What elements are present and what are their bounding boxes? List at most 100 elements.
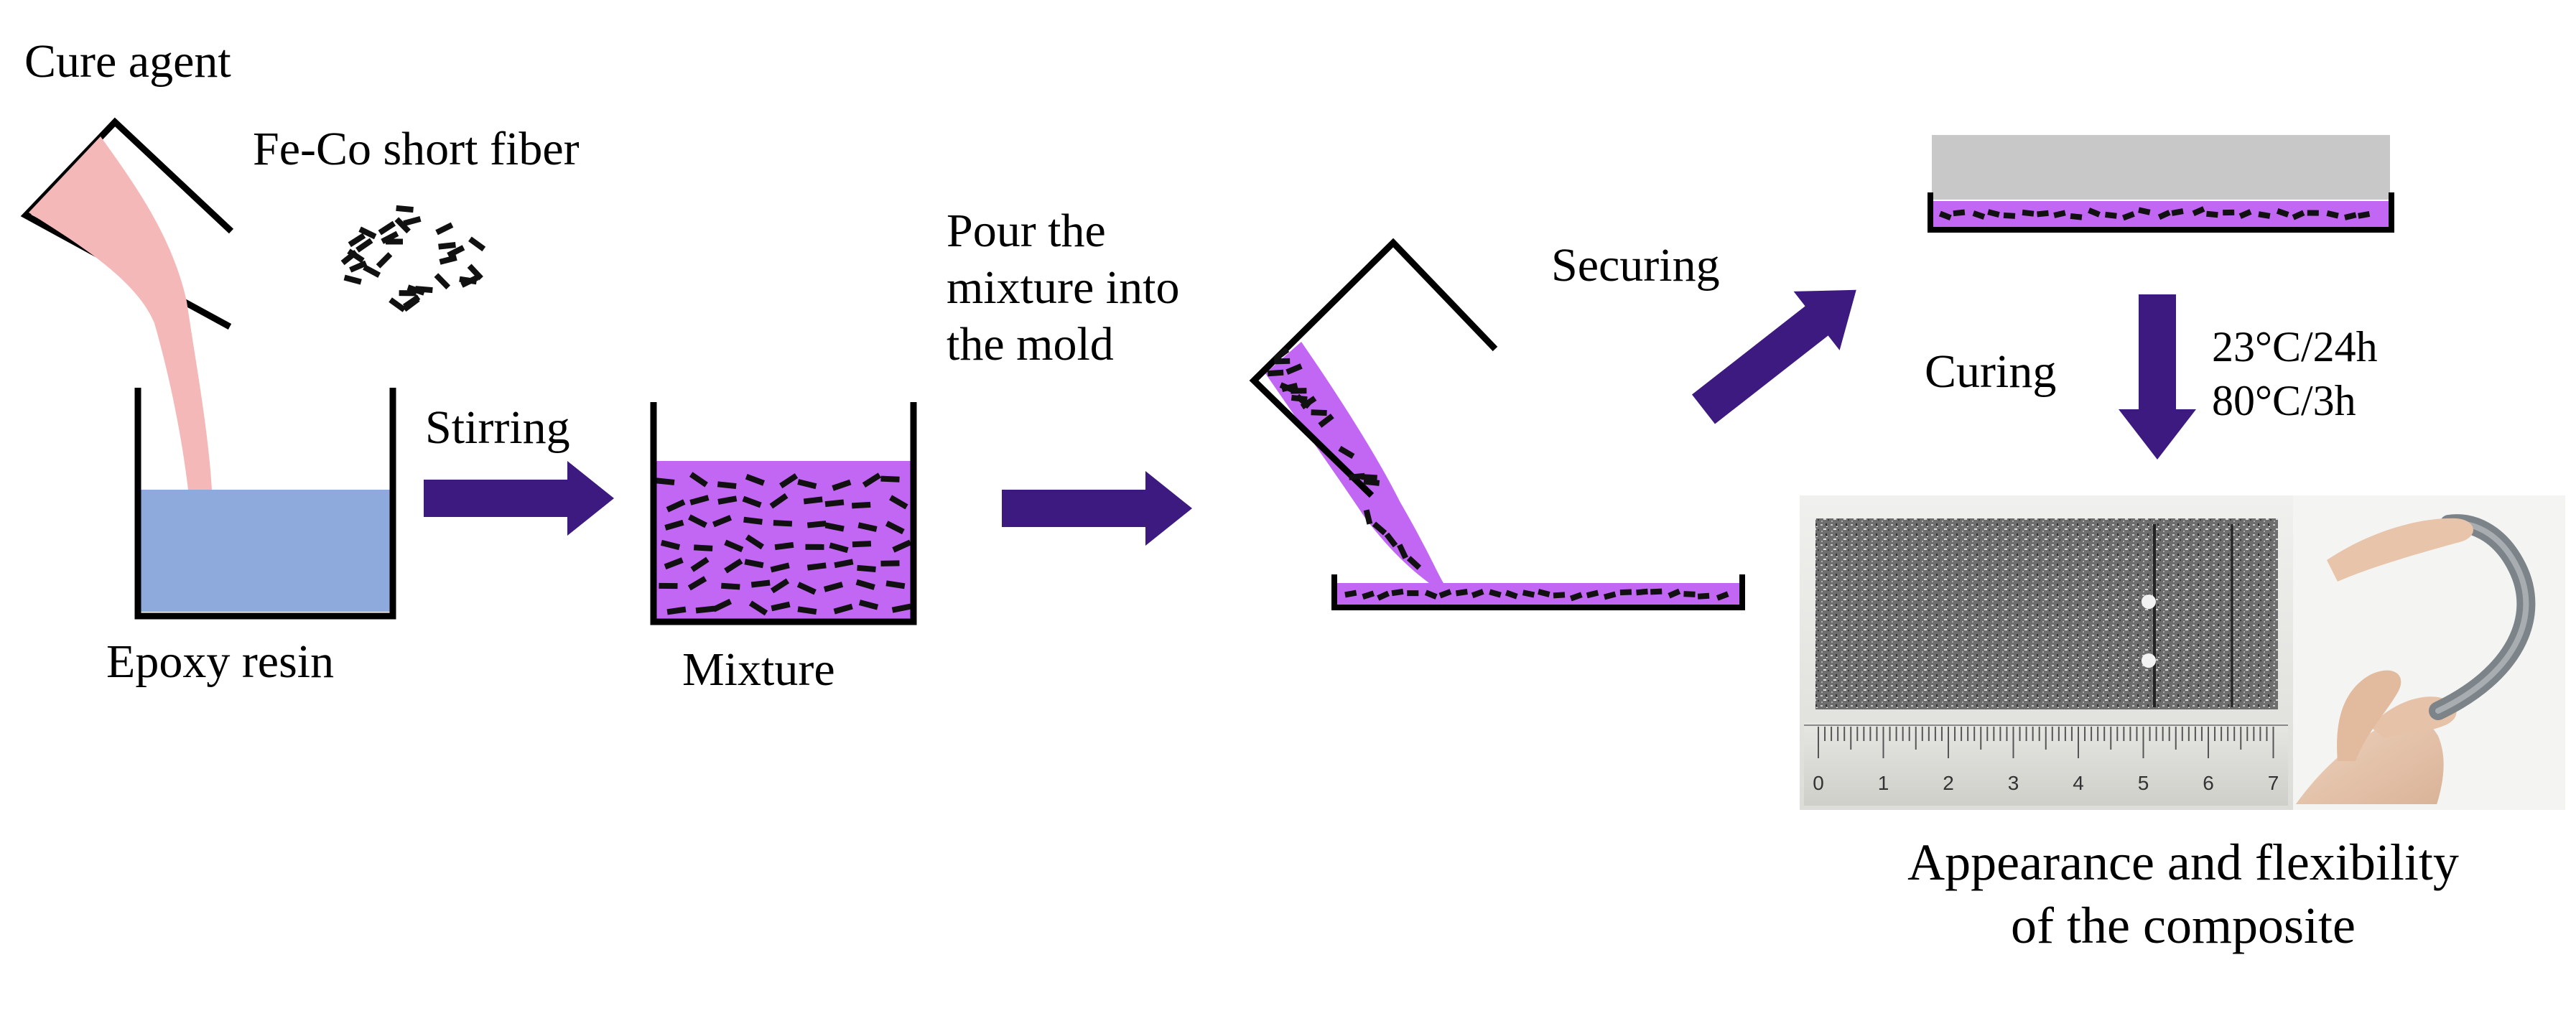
fiber-dash xyxy=(1267,369,1284,377)
fiber-dash xyxy=(851,501,871,509)
fiber-dash xyxy=(363,264,381,278)
fiber-dash xyxy=(355,238,373,253)
fiber-dash xyxy=(2171,208,2184,216)
pour-label-line-3: the mold xyxy=(947,318,1114,371)
fiber-dash xyxy=(880,475,900,483)
fiber-dash xyxy=(2070,213,2083,220)
pour-label-line-2: mixture into xyxy=(947,261,1180,314)
fiber-dash xyxy=(1972,210,1986,220)
fiber-dash xyxy=(467,264,483,281)
fiber-dash xyxy=(1273,347,1290,362)
fiber-dash xyxy=(2088,208,2101,218)
fiber-dash xyxy=(1938,210,1952,221)
securing-label: Securing xyxy=(1551,239,1720,292)
fiber-dash xyxy=(438,242,456,250)
fiber-dash xyxy=(769,493,789,509)
ruler-number: 6 xyxy=(2203,772,2214,794)
secured-fibers xyxy=(1938,206,2371,221)
mixture-label: Mixture xyxy=(682,643,835,696)
curing-conditions: 23°C/24h 80°C/3h xyxy=(2212,320,2378,428)
fiber-dash xyxy=(834,559,854,569)
fiber-dash xyxy=(689,495,710,505)
fiber-dash xyxy=(435,222,454,236)
fiber-dash xyxy=(358,226,377,240)
fiber-dash xyxy=(666,499,686,513)
fiber-dash xyxy=(824,499,845,508)
fiber-dash xyxy=(806,562,827,571)
fiber-dash xyxy=(1377,590,1390,601)
fiber-dash xyxy=(434,273,451,290)
fiber-dash xyxy=(1344,589,1357,598)
fiber-dash xyxy=(406,284,425,296)
fiber-dash xyxy=(857,522,878,532)
fiber-dash xyxy=(2037,210,2049,218)
fiber-dash xyxy=(2223,209,2235,216)
fiber-dash xyxy=(2192,206,2205,216)
appearance-caption-line-1: Appearance and flexibility xyxy=(1907,834,2459,891)
fiber-dash xyxy=(858,600,879,610)
fiber-dash xyxy=(695,605,715,614)
fiber-dash xyxy=(744,559,764,569)
fiber-dash xyxy=(1406,556,1422,570)
ruler-number: 7 xyxy=(2268,772,2279,794)
fiber-dash xyxy=(1650,588,1663,595)
fiber-dash xyxy=(717,495,738,505)
fiber-dash xyxy=(1372,521,1387,536)
fiber-dash xyxy=(1586,589,1599,599)
secured-mold xyxy=(1928,192,2394,233)
fiber-dash xyxy=(745,474,765,486)
fiber-dash xyxy=(1281,382,1298,393)
fiber-dash xyxy=(2022,209,2035,217)
fiber-dash xyxy=(1362,590,1375,600)
pour-arrow xyxy=(1002,471,1192,546)
fiber-dash xyxy=(396,205,414,213)
fiber-dash xyxy=(2238,209,2252,219)
fiber-dash xyxy=(1424,589,1438,600)
fiber-dash xyxy=(1318,414,1334,428)
ruler-number: 0 xyxy=(1813,772,1824,794)
ruler-number: 1 xyxy=(1878,772,1889,794)
fiber-dash xyxy=(1489,589,1502,598)
mold-cover xyxy=(1932,135,2390,200)
fiber-dash xyxy=(2157,210,2171,220)
fiber-dash xyxy=(2326,210,2339,219)
fiber-dash xyxy=(1455,589,1468,597)
fiber-dash xyxy=(862,472,882,488)
fiber-dash xyxy=(1538,589,1550,597)
fiber-dash xyxy=(1683,591,1696,597)
appearance-caption-line-2: of the composite xyxy=(2011,896,2356,954)
fiber-dash xyxy=(712,598,733,612)
fiber-cluster xyxy=(340,205,486,312)
fiber-dash xyxy=(468,236,486,252)
fiber-dash xyxy=(693,544,713,551)
fiber-dash xyxy=(1363,509,1373,525)
pour-label-line-1: Pour the xyxy=(947,205,1106,257)
fiber-dash xyxy=(1338,445,1355,460)
ruler-number: 4 xyxy=(2073,772,2084,794)
fiber-dash xyxy=(664,557,684,570)
fiber-dash xyxy=(892,539,911,553)
fiber-dash xyxy=(394,217,411,234)
fiber-dash xyxy=(712,515,733,528)
fiber-dash xyxy=(770,578,790,594)
fiber-dash xyxy=(1505,589,1518,600)
fiber-dash xyxy=(2276,208,2289,218)
fiber-dash xyxy=(664,519,684,531)
curing-condition-2: 80°C/3h xyxy=(2212,377,2356,424)
fiber-dash xyxy=(1291,388,1307,394)
fiber-dash xyxy=(745,534,764,550)
cure-agent-label: Cure agent xyxy=(24,35,231,88)
fiber-dash xyxy=(447,245,465,258)
fiber-dash xyxy=(823,582,844,592)
fiber-dash xyxy=(885,521,905,535)
curing-condition-1: 23°C/24h xyxy=(2212,323,2378,370)
fiber-dash xyxy=(1285,363,1303,376)
curing-label: Curing xyxy=(1925,345,2057,398)
fiber-dash xyxy=(1522,589,1535,598)
fiber-dash xyxy=(724,539,744,553)
fiber-dash xyxy=(1391,588,1404,597)
fiber-dash xyxy=(1295,393,1311,409)
mixture-beaker xyxy=(650,402,917,625)
mold xyxy=(1331,574,1745,610)
fiber-dash xyxy=(885,580,906,589)
